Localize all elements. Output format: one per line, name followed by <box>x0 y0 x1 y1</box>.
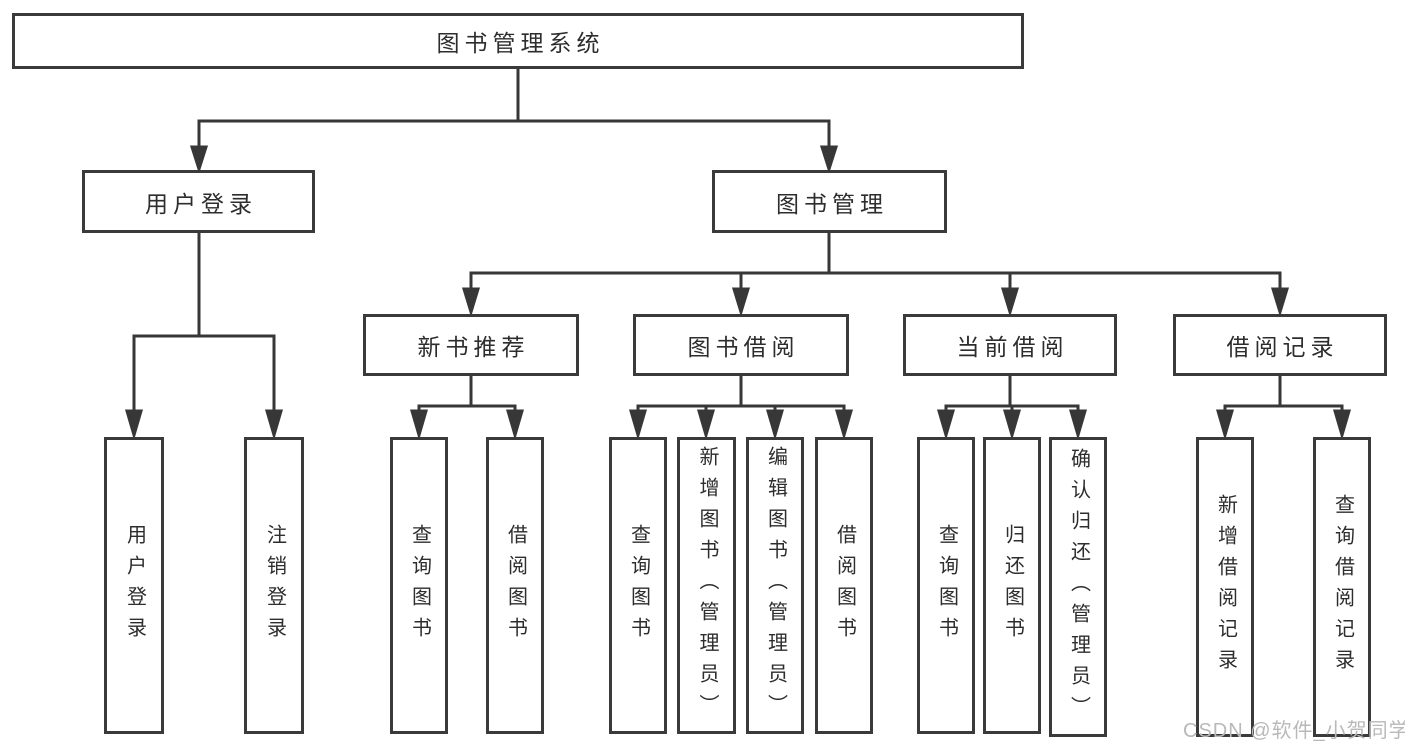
leaf-add-borrow-record-label: 新增借阅记录 <box>1214 494 1237 680</box>
leaf-borrow-books-label: 借阅图书 <box>833 523 856 648</box>
connector-user-login-to-leaves <box>125 233 283 441</box>
leaf-logout-label: 注销登录 <box>263 523 286 648</box>
leaf-confirm-return-admin: 确认归还（管理员） <box>1049 437 1107 737</box>
node-root-label: 图书管理系统 <box>436 30 605 56</box>
connector-new-book-to-leaves <box>410 376 524 441</box>
leaf-query-borrow-record: 查询借阅记录 <box>1313 437 1371 737</box>
leaf-logout: 注销登录 <box>244 437 304 734</box>
leaf-add-book-admin-label: 新增图书（管理员） <box>696 446 718 725</box>
leaf-recommend-query-books-label: 查询图书 <box>408 523 431 648</box>
node-new-book-recommend: 新书推荐 <box>363 314 579 376</box>
leaf-confirm-return-admin-label: 确认归还（管理员） <box>1067 447 1090 727</box>
leaf-recommend-borrow-books: 借阅图书 <box>486 437 544 734</box>
leaf-current-query-books: 查询图书 <box>917 437 975 734</box>
leaf-user-login-label: 用户登录 <box>123 523 146 648</box>
csdn-watermark: CSDN @软件_小贺同学 <box>1183 720 1405 742</box>
leaf-current-query-books-label: 查询图书 <box>935 523 958 648</box>
connector-current-borrow-to-leaves <box>937 376 1087 441</box>
connector-root-to-level2 <box>189 69 839 174</box>
node-user-login-label: 用户登录 <box>145 190 257 217</box>
leaf-recommend-borrow-books-label: 借阅图书 <box>504 523 527 648</box>
leaf-return-books: 归还图书 <box>983 437 1041 734</box>
leaf-add-borrow-record: 新增借阅记录 <box>1196 437 1254 737</box>
leaf-edit-book-admin-label: 编辑图书（管理员） <box>764 446 787 725</box>
node-book-borrow: 图书借阅 <box>633 314 849 376</box>
leaf-user-login: 用户登录 <box>104 437 164 734</box>
node-book-management-label: 图书管理 <box>776 190 888 217</box>
node-new-book-recommend-label: 新书推荐 <box>417 334 530 360</box>
leaf-borrow-query-books-label: 查询图书 <box>627 523 650 648</box>
connector-borrow-records-to-leaves <box>1216 376 1351 441</box>
leaf-recommend-query-books: 查询图书 <box>390 437 448 734</box>
node-borrow-records-label: 借阅记录 <box>1226 334 1339 360</box>
node-current-borrow: 当前借阅 <box>903 314 1117 376</box>
leaf-edit-book-admin: 编辑图书（管理员） <box>746 437 804 734</box>
node-borrow-records: 借阅记录 <box>1173 314 1387 376</box>
leaf-query-borrow-record-label: 查询借阅记录 <box>1331 494 1354 680</box>
node-root: 图书管理系统 <box>12 13 1024 69</box>
connector-book-borrow-to-leaves <box>629 376 853 441</box>
leaf-borrow-query-books: 查询图书 <box>609 437 667 734</box>
node-book-management: 图书管理 <box>712 170 947 233</box>
node-user-login: 用户登录 <box>82 170 315 233</box>
leaf-borrow-books: 借阅图书 <box>815 437 873 734</box>
node-book-borrow-label: 图书借阅 <box>687 334 800 360</box>
leaf-add-book-admin: 新增图书（管理员） <box>677 437 736 734</box>
connector-book-management-to-level3 <box>461 233 1290 318</box>
node-current-borrow-label: 当前借阅 <box>956 334 1069 360</box>
leaf-return-books-label: 归还图书 <box>1001 523 1024 648</box>
